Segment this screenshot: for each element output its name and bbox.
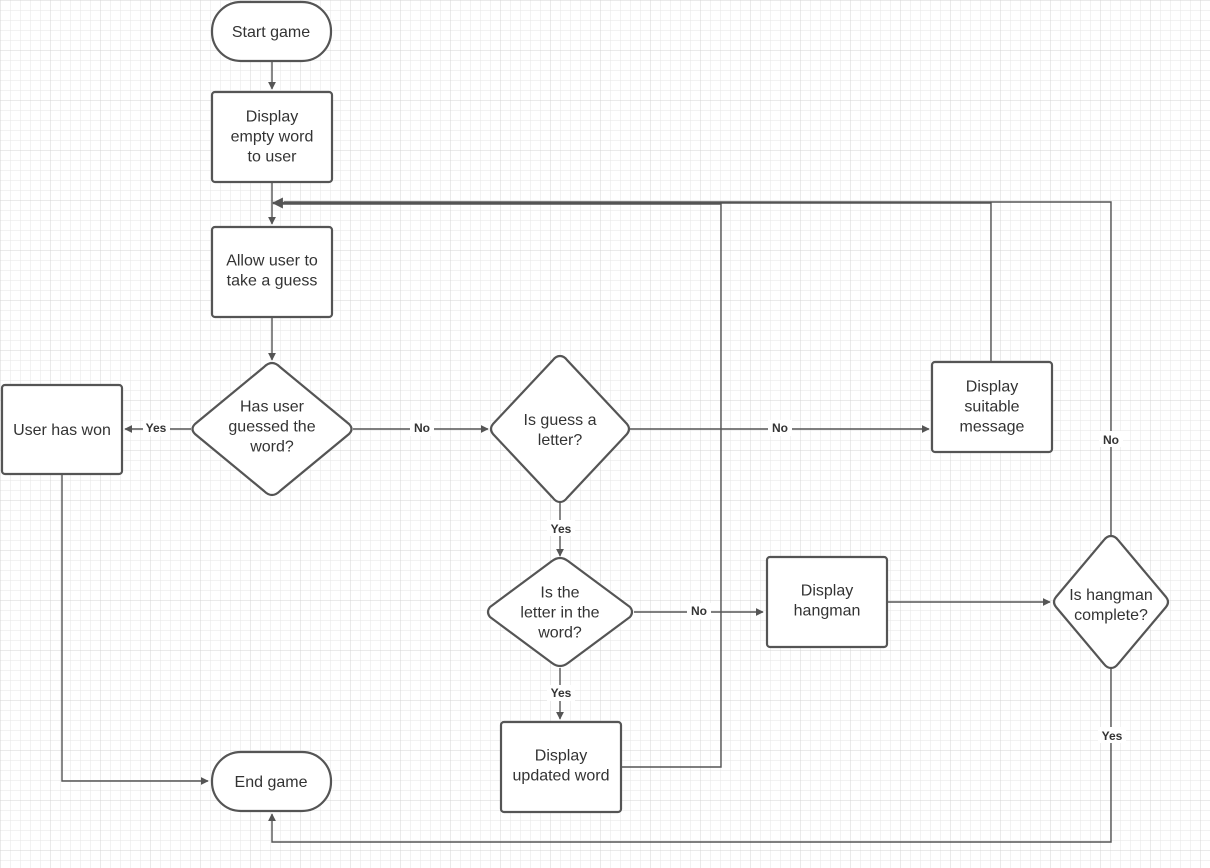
end-line-1: End game (235, 774, 308, 791)
node-display-empty-word-text: Display empty word to user (231, 109, 314, 166)
node-hangman-complete-decision: Is hangman complete? (1052, 534, 1170, 670)
node-allow-guess: Allow user to take a guess (210, 225, 334, 319)
display-hangman-line-2: hangman (794, 603, 861, 620)
is-letter-line-1: Is guess a (524, 412, 597, 429)
node-letter-in-word-text: Is the letter in the word? (520, 585, 599, 642)
edge-labels: Yes No No Yes No Yes No Yes (143, 420, 1126, 743)
node-guessed-word-text: Has user guessed the word? (228, 399, 315, 456)
user-won-line-1: User has won (13, 422, 111, 439)
display-empty-line-3: to user (248, 149, 298, 166)
node-hangman-complete-text: Is hangman complete? (1069, 587, 1153, 624)
node-is-letter-decision: Is guess a letter? (489, 354, 631, 504)
node-guessed-word-decision: Has user guessed the word? (191, 361, 353, 497)
node-display-hangman-text: Display hangman (794, 583, 861, 620)
node-start-text: Start game (232, 24, 310, 41)
node-end: End game (210, 750, 333, 813)
connectors (61, 62, 1112, 843)
allow-guess-line-1: Allow user to (226, 253, 318, 270)
node-display-hangman: Display hangman (765, 555, 889, 649)
guessed-word-line-2: guessed the (228, 419, 315, 436)
display-empty-line-1: Display (246, 109, 298, 126)
label-complete-no: No (1103, 433, 1119, 447)
node-updated-word-text: Display updated word (513, 748, 610, 785)
label-letter-no: No (772, 421, 788, 435)
hangman-complete-line-1: Is hangman (1069, 587, 1153, 604)
guessed-word-line-3: word? (249, 439, 294, 456)
node-user-won-text: User has won (13, 422, 111, 439)
node-suitable-message: Display suitable message (930, 360, 1054, 454)
edge-message-loop (282, 202, 992, 362)
start-line-1: Start game (232, 24, 310, 41)
label-inword-no: No (691, 604, 707, 618)
suitable-msg-line-2: suitable (964, 399, 1019, 416)
letter-in-word-line-1: Is the (540, 585, 579, 602)
node-is-letter-text: Is guess a letter? (524, 412, 597, 449)
label-guessed-yes: Yes (146, 421, 167, 435)
node-updated-word: Display updated word (499, 720, 623, 814)
guessed-word-line-1: Has user (240, 399, 305, 416)
node-user-won: User has won (0, 383, 124, 476)
label-inword-yes: Yes (551, 686, 572, 700)
node-start: Start game (210, 0, 333, 63)
node-display-empty-word: Display empty word to user (210, 90, 334, 184)
is-letter-line-2: letter? (538, 432, 583, 449)
edge-updated-loop (282, 203, 722, 768)
display-hangman-line-1: Display (801, 583, 853, 600)
updated-word-line-2: updated word (513, 768, 610, 785)
node-letter-in-word-decision: Is the letter in the word? (486, 556, 634, 668)
edge-won-to-end (61, 474, 209, 785)
allow-guess-line-2: take a guess (227, 273, 318, 290)
suitable-msg-line-1: Display (966, 379, 1018, 396)
edge-complete-yes (268, 668, 1112, 843)
edge-complete-no (284, 201, 1112, 536)
letter-in-word-line-3: word? (537, 625, 582, 642)
node-suitable-message-text: Display suitable message (960, 379, 1025, 436)
hangman-complete-line-2: complete? (1074, 607, 1148, 624)
node-end-text: End game (235, 774, 308, 791)
suitable-msg-line-3: message (960, 419, 1025, 436)
label-guessed-no: No (414, 421, 430, 435)
updated-word-line-1: Display (535, 748, 587, 765)
label-letter-yes: Yes (551, 522, 572, 536)
label-complete-yes: Yes (1102, 729, 1123, 743)
display-empty-line-2: empty word (231, 129, 314, 146)
letter-in-word-line-2: letter in the (520, 605, 599, 622)
node-allow-guess-text: Allow user to take a guess (226, 253, 318, 290)
